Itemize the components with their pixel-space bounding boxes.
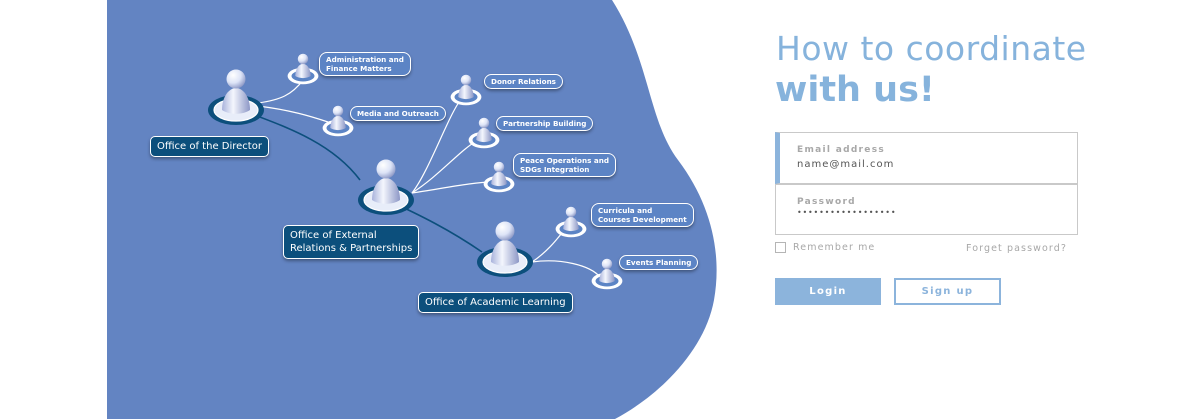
unit-partnership-label: Partnership Building: [496, 116, 594, 131]
unit-events-person-icon: [591, 258, 623, 290]
office-academic-label: Office of Academic Learning: [418, 292, 573, 313]
unit-media-label: Media and Outreach: [350, 106, 446, 121]
password-field[interactable]: Password ••••••••••••••••••: [775, 184, 1078, 235]
remember-label: Remember me: [793, 242, 876, 253]
office-director-person-icon: [208, 69, 264, 125]
unit-events-label: Events Planning: [619, 255, 699, 270]
unit-peace-person-icon: [483, 161, 515, 193]
email-input[interactable]: [797, 159, 1057, 170]
office-external-person-icon: [358, 159, 414, 215]
office-academic-person-icon: [477, 221, 533, 277]
people-icons: [208, 53, 623, 290]
unit-curricula-label: Curricula and Courses Development: [591, 203, 694, 227]
unit-donor-label: Donor Relations: [484, 74, 563, 89]
email-field[interactable]: Email address: [775, 132, 1078, 184]
signup-button[interactable]: Sign up: [894, 278, 1001, 305]
remember-me[interactable]: Remember me: [775, 242, 875, 253]
unit-partnership-person-icon: [468, 117, 500, 149]
office-external-label: Office of External Relations & Partnersh…: [283, 225, 420, 259]
unit-peace-label: Peace Operations and SDGs Integration: [513, 153, 617, 177]
unit-admin-person-icon: [287, 53, 319, 85]
email-label: Email address: [797, 145, 886, 155]
login-title-line1: How to coordinate: [776, 29, 1087, 68]
forgot-password-link[interactable]: Forget password?: [966, 243, 1068, 254]
unit-curricula-person-icon: [555, 206, 587, 238]
office-director-label: Office of the Director: [150, 136, 269, 157]
password-input[interactable]: ••••••••••••••••••: [797, 208, 897, 217]
unit-donor-person-icon: [450, 74, 482, 106]
connector-line: [257, 105, 329, 123]
unit-admin-label: Administration and Finance Matters: [319, 52, 411, 76]
remember-checkbox[interactable]: [775, 242, 786, 253]
login-button[interactable]: Login: [775, 278, 881, 305]
password-label: Password: [797, 197, 856, 207]
unit-media-person-icon: [322, 105, 354, 137]
connector-line: [531, 260, 601, 278]
login-title-line2: with us!: [775, 70, 935, 110]
